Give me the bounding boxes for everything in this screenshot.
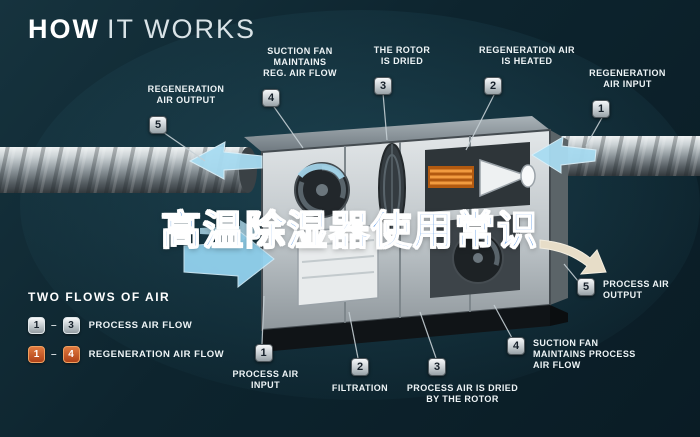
legend-label-regeneration: REGENERATION AIR FLOW xyxy=(88,349,225,360)
callout-filtration: 2 FILTRATION xyxy=(315,358,405,394)
callout-label: REGENERATION AIR OUTPUT xyxy=(147,84,225,105)
fan-swirl-arrow xyxy=(297,163,345,180)
process-air-input-arrow xyxy=(183,228,275,289)
callout-process-air-input: 1 PROCESS AIR INPUT xyxy=(228,344,303,391)
machine-cutaway xyxy=(244,116,568,352)
callout-label: PROCESS AIR IS DRIED BY THE ROTOR xyxy=(406,383,519,404)
callout-connector-lines xyxy=(159,92,604,359)
machine-top-face xyxy=(244,116,550,152)
callout-label: SUCTION FAN MAINTAINS REG. AIR FLOW xyxy=(263,46,337,78)
machine-side-face xyxy=(550,130,568,305)
filter-box xyxy=(297,224,379,307)
legend-heading: TWO FLOWS OF AIR xyxy=(28,290,171,304)
chinese-overlay-title: 高温除湿器使用常识 xyxy=(160,208,539,254)
callout-badge-1: 1 xyxy=(592,100,610,118)
callout-label: SUCTION FAN MAINTAINS PROCESS AIR FLOW xyxy=(533,338,636,370)
legend-dash: – xyxy=(51,349,57,360)
callout-process-air-output: 5 PROCESS AIR OUTPUT xyxy=(577,278,669,301)
callout-process-air-dried: 3 PROCESS AIR IS DRIED BY THE ROTOR xyxy=(385,358,540,405)
callout-badge-5: 5 xyxy=(577,278,595,296)
machine-base xyxy=(262,305,550,352)
callout-badge-1: 1 xyxy=(254,344,273,362)
callout-label: THE ROTOR IS DRIED xyxy=(373,45,431,66)
callout-label: FILTRATION xyxy=(331,383,389,393)
process-air-output-arrow xyxy=(539,239,607,275)
legend-badge-regeneration-to: 4 xyxy=(62,346,80,363)
diffuser-cone xyxy=(479,158,536,198)
page-title-bold: HOW xyxy=(28,14,100,44)
legend-label-process: PROCESS AIR FLOW xyxy=(88,320,193,331)
page-title-light: IT WORKS xyxy=(106,14,256,44)
legend-row-process: 1 – 3 PROCESS AIR FLOW xyxy=(28,317,224,334)
legend-badge-process-to: 3 xyxy=(62,317,80,334)
legend-badge-regeneration-from: 1 xyxy=(28,346,45,363)
callout-badge-4: 4 xyxy=(507,337,525,355)
legend-row-regeneration: 1 – 4 REGENERATION AIR FLOW xyxy=(28,346,224,363)
heater xyxy=(428,166,474,188)
callout-badge-3: 3 xyxy=(374,77,392,95)
rotor xyxy=(378,143,406,233)
callout-badge-2: 2 xyxy=(484,77,502,95)
machine-base-side xyxy=(550,305,568,326)
callout-badge-2: 2 xyxy=(351,358,369,376)
callout-regeneration-air-heated: REGENERATION AIR IS HEATED 2 xyxy=(477,45,577,95)
process-fan xyxy=(430,214,520,298)
callout-suction-fan-reg: SUCTION FAN MAINTAINS REG. AIR FLOW 4 xyxy=(252,46,348,107)
callout-label: PROCESS AIR INPUT xyxy=(232,369,299,390)
callout-badge-5: 5 xyxy=(149,116,167,134)
callout-label: PROCESS AIR OUTPUT xyxy=(603,279,670,300)
callout-label: REGENERATION AIR IS HEATED xyxy=(479,45,575,66)
callout-suction-fan-process: 4 SUCTION FAN MAINTAINS PROCESS AIR FLOW xyxy=(507,337,636,371)
legend-dash: – xyxy=(51,320,57,331)
regeneration-air-output-arrow xyxy=(188,141,263,180)
callout-label: REGENERATION AIR INPUT xyxy=(589,68,666,89)
legend-badge-process-from: 1 xyxy=(28,317,45,334)
callout-regeneration-air-input: REGENERATION AIR INPUT 1 xyxy=(580,68,675,118)
callout-badge-4: 4 xyxy=(262,89,280,107)
callout-regeneration-air-output: REGENERATION AIR OUTPUT 5 xyxy=(130,84,242,134)
legend: TWO FLOWS OF AIR 1 – 3 PROCESS AIR FLOW … xyxy=(28,290,224,375)
regeneration-air-input-arrow xyxy=(531,136,597,174)
callout-rotor-dried: THE ROTOR IS DRIED 3 xyxy=(362,45,442,95)
callout-badge-3: 3 xyxy=(428,358,446,376)
